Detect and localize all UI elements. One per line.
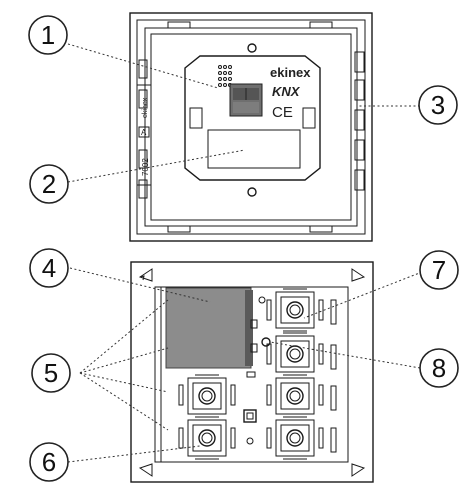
center-hole [246,437,254,445]
button-r1 [275,288,315,332]
top-device-left-clips [138,59,148,199]
top-device-side-label: ekinex A 7002 [136,84,152,186]
callout-8: 8 [419,348,459,388]
button-r3 [275,374,315,418]
button-r4 [275,416,315,460]
side-model-label: 7002 [141,158,150,176]
callout-8-number: 8 [432,353,446,383]
callout-2: 2 [29,164,69,204]
corner-markers [138,268,366,477]
callout-6: 6 [29,442,69,482]
top-device-right-clips [354,51,365,191]
top-device: ekinex A 7002 ekinex KNX CE [129,12,373,242]
ce-label: CE [272,104,293,121]
gray-module [165,287,258,369]
callout-5: 5 [31,353,71,393]
button-l3 [187,374,227,418]
data-label-area [207,129,301,169]
button-l4 [187,416,227,460]
callout-2-number: 2 [42,169,56,199]
connector-pin-dots [218,65,232,87]
callout-7-number: 7 [432,255,446,285]
callout-6-number: 6 [42,447,56,477]
status-led [261,337,271,347]
callout-1: 1 [28,15,68,55]
callout-7: 7 [419,250,459,290]
top-center-hole [258,296,266,304]
side-slots [178,299,337,453]
callout-4-number: 4 [42,253,56,283]
callout-5-number: 5 [44,358,58,388]
top-device-center-housing [184,55,321,181]
center-square [243,409,257,423]
brand-label: ekinex [270,65,311,80]
top-device-top-clips [167,21,333,233]
callout-3-number: 3 [431,90,445,120]
knx-label: KNX [272,84,301,99]
bottom-device [130,261,374,483]
bus-connector [229,83,263,117]
housing-right-slot [302,107,316,129]
side-letter-label: A [141,128,147,137]
button-grid [187,288,315,460]
side-brand-label: ekinex [142,97,149,118]
housing-left-slot [189,107,203,129]
bottom-screw-hole [247,187,257,197]
callout-1-number: 1 [41,20,55,50]
leader-lines [67,43,423,463]
top-screw-hole [247,43,257,53]
callout-3: 3 [418,85,458,125]
callout-4: 4 [29,248,69,288]
